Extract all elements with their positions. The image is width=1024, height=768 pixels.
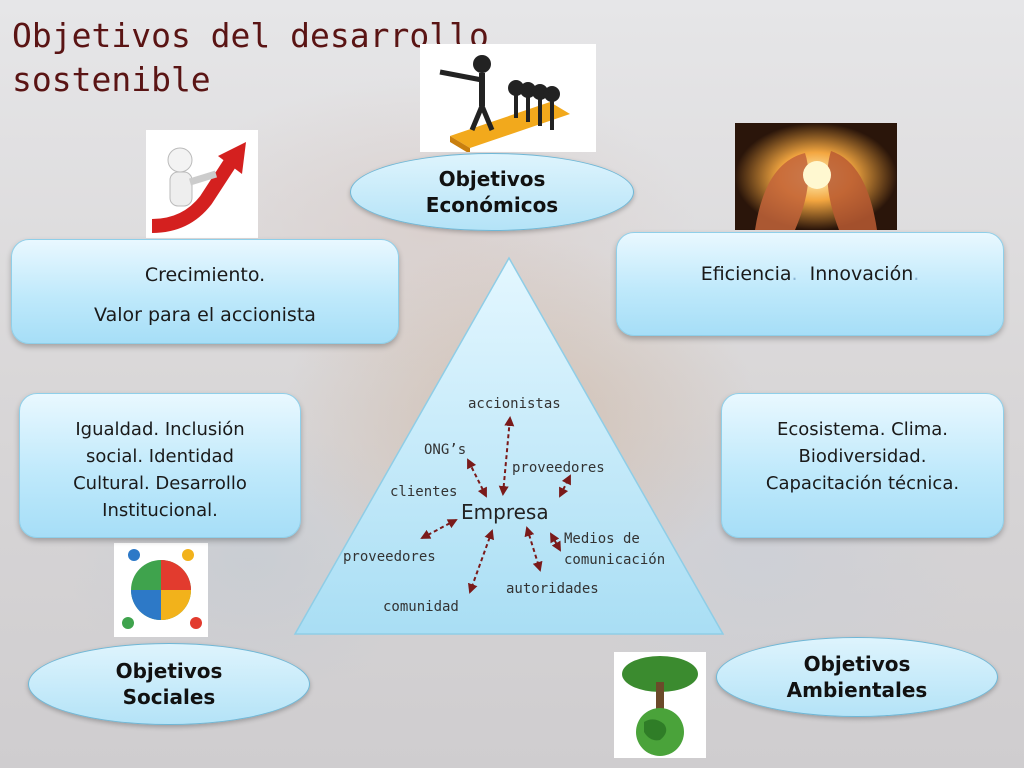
oval-economicos-line-1: Objetivos [438,167,546,191]
growth-arrow-figure-icon [146,130,258,238]
objetivos-sociales-oval: Objetivos Sociales [28,643,310,725]
label-ongs: ONG’s [424,442,466,458]
label-medios-2: comunicación [564,552,665,568]
label-empresa: Empresa [461,500,549,524]
oval-sociales-line-1: Objetivos [115,659,223,683]
leader-figures-icon [420,44,596,152]
page-title: Objetivos del desarrollo sostenible [12,14,489,102]
eficiencia-innovacion-text: Eficiencia. Innovación. [617,263,1003,285]
puzzle-figures-icon [114,543,208,637]
arrow-comunidad [468,529,494,594]
social-box: Igualdad. Inclusión social. Identidad Cu… [19,393,301,538]
innovacion-text: Innovación [809,263,914,285]
social-line-1: Igualdad. Inclusión [75,419,245,440]
oval-ambientales-line-2: Ambientales [786,678,928,702]
eficiencia-text: Eficiencia [700,263,792,285]
objetivos-economicos-oval: Objetivos Económicos [350,153,634,231]
oval-economicos-line-2: Económicos [425,193,559,217]
ambiental-line-1: Ecosistema. Clima. [776,419,949,440]
oval-ambientales-line-1: Objetivos [803,652,911,676]
title-line-2: sostenible [12,60,211,99]
lightbulb-hands-icon [735,123,897,230]
innovacion-dot: . [913,263,920,285]
ambiental-line-3: Capacitación técnica. [765,473,960,494]
tree-globe-icon [614,652,706,758]
arrow-proveedores-right [559,474,571,498]
label-proveedores-left: proveedores [343,549,436,565]
objetivos-ambientales-oval: Objetivos Ambientales [716,637,998,717]
label-proveedores-right: proveedores [512,460,605,476]
ambiental-box: Ecosistema. Clima. Biodiversidad. Capaci… [721,393,1004,538]
eficiencia-box: Eficiencia. Innovación. [616,232,1004,336]
title-line-1: Objetivos del desarrollo [12,16,489,55]
label-comunidad: comunidad [383,599,459,615]
arrow-medios [550,532,561,552]
eficiencia-dot: . [791,263,798,285]
crecimiento-text: Crecimiento. [144,264,266,286]
label-clientes: clientes [390,484,457,500]
label-accionistas: accionistas [468,396,561,412]
label-autoridades: autoridades [506,581,599,597]
oval-sociales-line-2: Sociales [122,685,216,709]
arrow-autoridades [524,526,543,572]
pyramid-shape [293,256,725,635]
ambiental-line-2: Biodiversidad. [798,446,927,467]
social-line-3: Cultural. Desarrollo [73,473,247,494]
social-line-2: social. Identidad [86,446,234,467]
valor-accionista-text: Valor para el accionista [94,304,316,326]
social-line-4: Institucional. [102,500,218,521]
label-medios-1: Medios de [564,531,640,547]
crecimiento-box: Crecimiento. Valor para el accionista [11,239,399,344]
arrow-accionistas [498,416,515,496]
